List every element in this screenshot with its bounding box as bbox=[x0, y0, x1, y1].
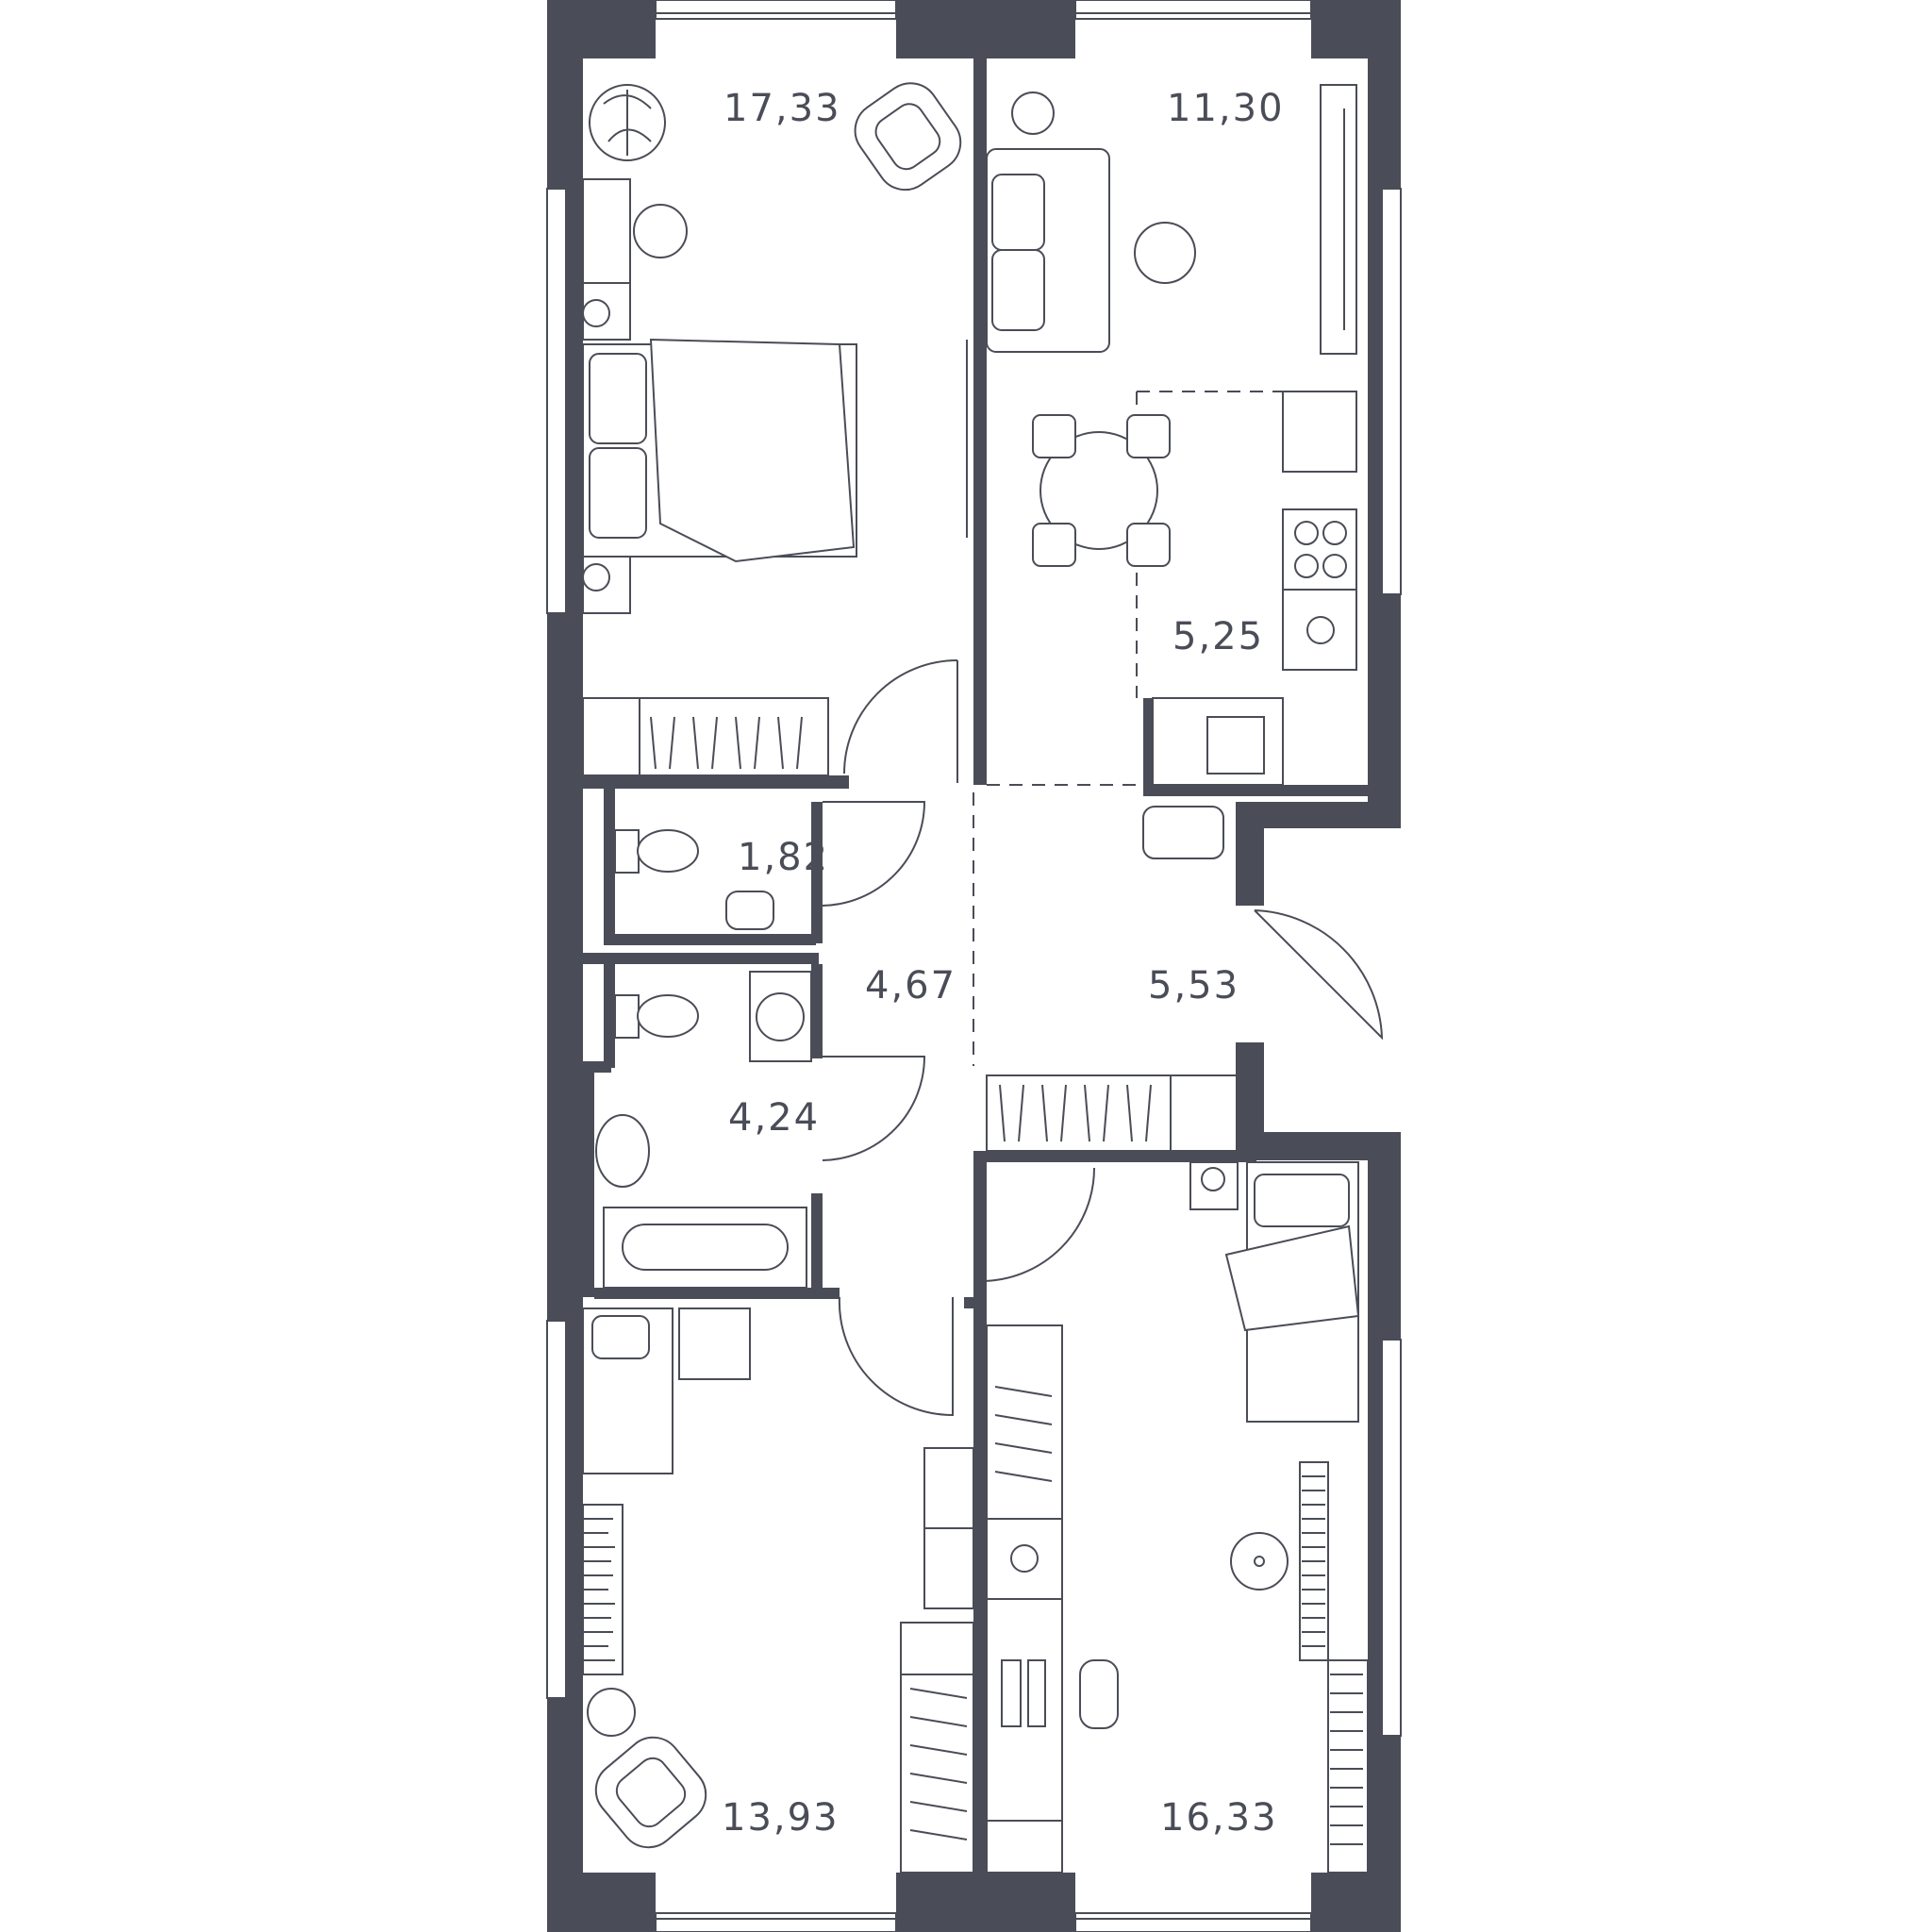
desk-icon bbox=[986, 1324, 1063, 1874]
nightstand-icon bbox=[678, 1307, 751, 1380]
nightstand-icon bbox=[1189, 1161, 1239, 1210]
wardrobe-icon bbox=[582, 697, 829, 776]
lamp-icon bbox=[1011, 92, 1055, 135]
armchair-icon bbox=[594, 1736, 707, 1849]
doors bbox=[822, 659, 1384, 1417]
room-area-hall: 4,67 bbox=[865, 964, 956, 1008]
bedroom-se-furniture bbox=[986, 1161, 1369, 1874]
room-area-wc: 1,82 bbox=[738, 836, 829, 879]
bedroom-sw-furniture bbox=[582, 1307, 974, 1874]
windows bbox=[546, 0, 1402, 1932]
area-labels: 17,33 11,30 5,25 1,82 4,67 5,53 4,24 13,… bbox=[722, 87, 1285, 1840]
room-area-bedroom-se: 16,33 bbox=[1160, 1796, 1278, 1840]
bathtub-icon bbox=[603, 1207, 807, 1289]
sink-icon bbox=[725, 891, 774, 930]
wardrobe-icon bbox=[900, 1447, 974, 1874]
chair-icon bbox=[1079, 1659, 1119, 1729]
bookshelf-icon bbox=[1299, 1461, 1369, 1874]
rug-icon bbox=[1230, 1532, 1289, 1591]
room-area-bedroom-nw: 17,33 bbox=[723, 87, 841, 130]
room-area-living-ne: 11,30 bbox=[1167, 87, 1285, 130]
side-table-icon bbox=[633, 204, 688, 258]
sofa-icon bbox=[986, 148, 1110, 353]
corridor-wardrobe-icon bbox=[986, 1074, 1238, 1152]
bathroom-furniture bbox=[595, 971, 812, 1289]
interior-walls bbox=[583, 58, 1379, 1913]
bookshelf-icon bbox=[582, 1504, 624, 1675]
bed-icon bbox=[582, 1307, 673, 1474]
toilet-icon bbox=[614, 829, 699, 874]
kitchen-furniture bbox=[1142, 391, 1357, 859]
coffee-table-icon bbox=[1134, 222, 1196, 284]
sink-icon bbox=[595, 1114, 650, 1188]
plant-icon bbox=[589, 84, 666, 161]
tv-stand-icon bbox=[1320, 84, 1357, 355]
living-ne-furniture bbox=[986, 84, 1357, 355]
room-area-bedroom-sw: 13,93 bbox=[722, 1796, 840, 1840]
dining-table-icon bbox=[1032, 414, 1171, 567]
washing-machine-icon bbox=[749, 971, 812, 1062]
room-area-bathroom: 4,24 bbox=[728, 1096, 820, 1140]
sink-icon bbox=[1206, 716, 1265, 774]
armchair-icon bbox=[854, 82, 962, 192]
room-area-corridor: 5,53 bbox=[1148, 964, 1239, 1008]
chair-icon bbox=[1142, 806, 1224, 859]
bedroom-nw-furniture bbox=[582, 82, 968, 776]
room-area-kitchen: 5,25 bbox=[1172, 615, 1264, 658]
wc-furniture bbox=[614, 829, 774, 930]
lamp-icon bbox=[587, 1688, 636, 1737]
bed-icon bbox=[582, 338, 857, 563]
stove-icon bbox=[1282, 508, 1357, 591]
shelf-icon bbox=[582, 178, 631, 284]
toilet-icon bbox=[614, 994, 699, 1039]
bed-icon bbox=[1224, 1161, 1360, 1423]
